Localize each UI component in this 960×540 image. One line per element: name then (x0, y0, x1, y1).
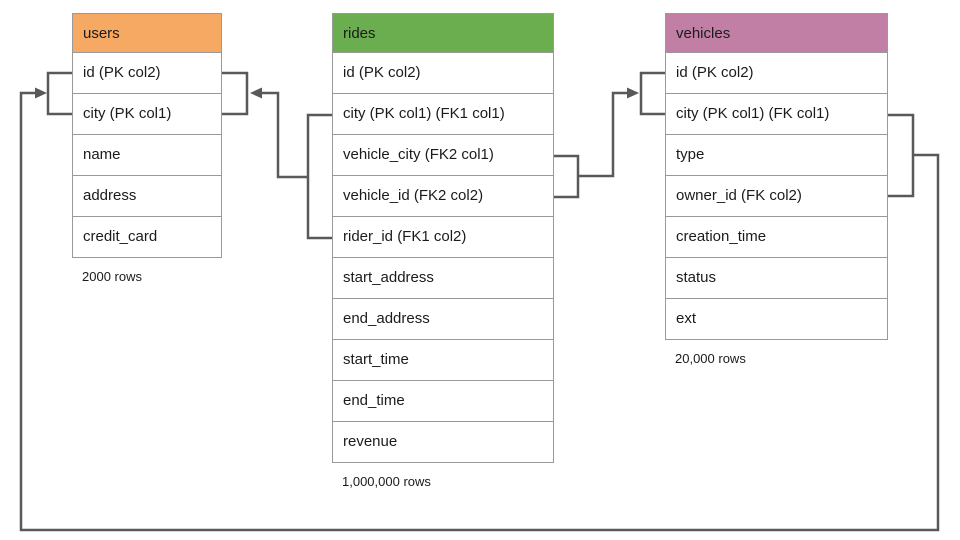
table-users-row-count: 2000 rows (82, 269, 142, 284)
rides-fk2-right-bracket (554, 154, 580, 199)
table-rides-columns: id (PK col2)city (PK col1) (FK1 col1)veh… (332, 53, 554, 463)
column-row-id: id (PK col2) (72, 53, 222, 94)
column-row-end_time: end_time (332, 381, 554, 422)
column-row-id: id (PK col2) (332, 53, 554, 94)
column-row-credit_card: credit_card (72, 217, 222, 258)
column-row-city: city (PK col1) (FK1 col1) (332, 94, 554, 135)
column-row-revenue: revenue (332, 422, 554, 463)
table-vehicles-columns: id (PK col2)city (PK col1) (FK col1)type… (665, 53, 888, 340)
column-row-status: status (665, 258, 888, 299)
table-rides: rides id (PK col2)city (PK col1) (FK1 co… (332, 13, 554, 489)
arrowhead-into-users-left (35, 87, 47, 99)
table-rides-header: rides (332, 13, 554, 53)
column-row-vehicle_city: vehicle_city (FK2 col1) (332, 135, 554, 176)
column-row-start_address: start_address (332, 258, 554, 299)
fk-vehicles-to-users-connector (19, 91, 940, 532)
arrowhead-into-users-right (250, 87, 262, 99)
column-row-vehicle_id: vehicle_id (FK2 col2) (332, 176, 554, 217)
column-row-address: address (72, 176, 222, 217)
vehicles-fk-right-bracket (888, 113, 915, 198)
column-row-start_time: start_time (332, 340, 554, 381)
table-vehicles-header: vehicles (665, 13, 888, 53)
rides-fk1-left-bracket (306, 113, 332, 240)
column-row-rider_id: rider_id (FK1 col2) (332, 217, 554, 258)
column-row-creation_time: creation_time (665, 217, 888, 258)
users-pk-right-bracket (222, 71, 249, 116)
column-row-id: id (PK col2) (665, 53, 888, 94)
column-row-end_address: end_address (332, 299, 554, 340)
fk-rides-to-vehicles-connector (578, 91, 627, 178)
column-row-city: city (PK col1) (72, 94, 222, 135)
arrowhead-into-vehicles-left (627, 87, 639, 99)
column-row-name: name (72, 135, 222, 176)
table-rides-row-count: 1,000,000 rows (342, 474, 431, 489)
table-vehicles: vehicles id (PK col2)city (PK col1) (FK … (665, 13, 888, 366)
column-row-type: type (665, 135, 888, 176)
column-row-owner_id: owner_id (FK col2) (665, 176, 888, 217)
column-row-city: city (PK col1) (FK col1) (665, 94, 888, 135)
vehicles-pk-left-bracket (639, 71, 665, 116)
table-users-header: users (72, 13, 222, 53)
fk-rides-to-users-connector (262, 91, 308, 179)
column-row-ext: ext (665, 299, 888, 340)
table-vehicles-row-count: 20,000 rows (675, 351, 746, 366)
users-pk-left-bracket (46, 71, 72, 116)
